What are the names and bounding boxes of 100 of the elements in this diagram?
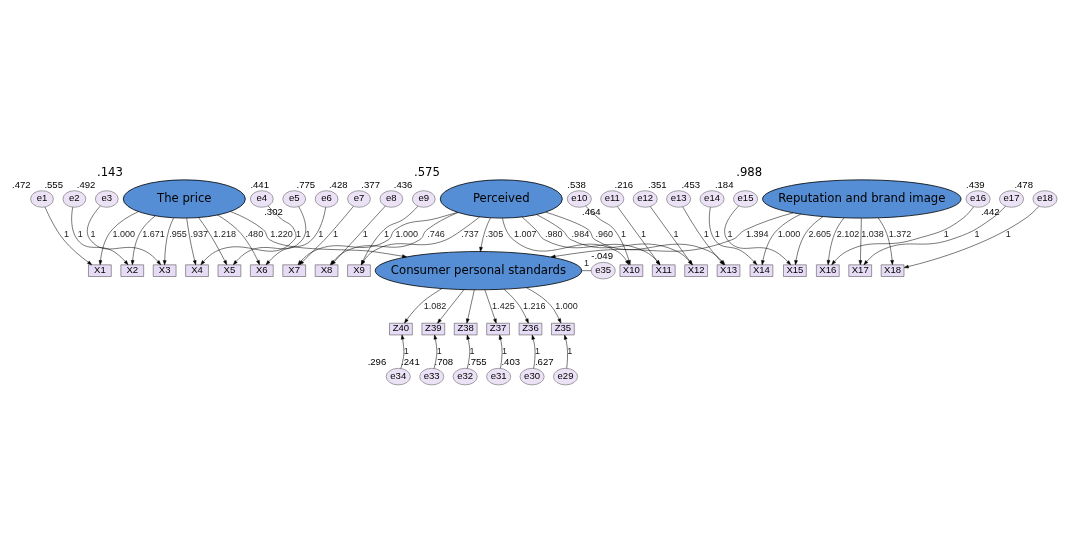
edge-label: .480	[245, 229, 264, 239]
edge-label: 1	[333, 229, 339, 239]
node-box: X18	[880, 264, 905, 277]
node-ellipse: e3	[95, 190, 119, 208]
arrow	[585, 205, 631, 265]
edge-label: 1	[974, 229, 980, 239]
node-label: .755	[468, 356, 487, 368]
edge-label: 1.425	[492, 300, 515, 311]
arrow	[162, 217, 174, 266]
node-ellipse: e8	[379, 190, 404, 208]
node-ellipse: e10	[567, 190, 592, 208]
node-box: X6	[250, 264, 274, 277]
arrow	[526, 287, 562, 324]
edge-label: 1	[673, 229, 679, 239]
edge-label: 1	[583, 258, 589, 269]
node-label: .143	[96, 165, 123, 180]
node-ellipse: e17	[999, 190, 1024, 208]
node-label: .184	[714, 178, 734, 190]
node-label: .403	[501, 356, 521, 368]
edge-label: .746	[427, 229, 445, 239]
arrow	[98, 211, 139, 265]
node-ellipse: e13	[666, 190, 691, 208]
arrow	[404, 288, 443, 324]
node-box: X13	[716, 264, 741, 277]
edge-label: 1.082	[423, 300, 447, 311]
node-box: X2	[120, 264, 144, 277]
edge-label: 1	[403, 345, 409, 356]
node-ellipse: e12	[632, 190, 658, 208]
node-ellipse: e14	[699, 190, 725, 208]
node-label: .442	[980, 205, 1000, 217]
edge-label: 1	[714, 229, 720, 239]
arrow	[794, 216, 824, 265]
arrow	[87, 205, 161, 265]
arrow	[400, 334, 405, 369]
edge-label: 1.216	[522, 300, 546, 311]
node-box: X14	[749, 264, 774, 277]
node-box: X11	[652, 264, 676, 277]
node-label: .775	[296, 178, 316, 190]
arrow	[466, 289, 475, 324]
node-label: .428	[328, 178, 348, 190]
edge-label: 1	[436, 345, 442, 356]
node-label: .555	[44, 178, 63, 190]
node-label: .453	[681, 178, 701, 190]
edge-label: 1	[703, 229, 709, 239]
node-ellipse: e29	[553, 368, 578, 386]
edge-label: 1	[295, 229, 301, 239]
node-label: .377	[361, 178, 380, 190]
edge-label: .737	[461, 229, 479, 239]
node-label: .439	[966, 178, 985, 190]
edge-label: 1	[727, 229, 733, 239]
edge-label: 1.394	[745, 229, 769, 239]
edge-label: 1	[501, 345, 507, 356]
arrow	[826, 217, 845, 265]
node-ellipse: The price	[122, 179, 246, 219]
arrow	[230, 211, 407, 258]
node-box: X3	[152, 264, 177, 277]
edge-label: 1	[620, 229, 626, 239]
node-ellipse: e15	[733, 190, 758, 208]
node-label: .302	[264, 205, 283, 217]
edge-label: .955	[169, 229, 187, 239]
node-ellipse: e33	[419, 368, 445, 386]
arrow	[531, 334, 536, 369]
edge-label: 1.000	[112, 229, 136, 239]
node-ellipse: e5	[282, 190, 306, 208]
edge-label: 1.372	[888, 229, 912, 239]
node-label: .575	[413, 165, 440, 180]
arrow	[44, 206, 93, 265]
node-box: X10	[619, 264, 644, 277]
edge-label: 1	[641, 229, 647, 239]
edge-label: 1.220	[270, 229, 293, 239]
arrow	[503, 288, 529, 324]
node-ellipse: e1	[30, 190, 54, 208]
edge-label: 2.102	[836, 229, 860, 239]
node-ellipse: e30	[519, 368, 545, 386]
node-ellipse: e2	[62, 190, 87, 208]
node-label: .988	[736, 165, 763, 180]
node-box: Z37	[486, 322, 510, 336]
arrow	[198, 217, 228, 266]
edge-label: 1.038	[861, 229, 884, 239]
arrow	[498, 334, 503, 369]
node-ellipse: e31	[486, 368, 511, 386]
node-box: Z36	[518, 322, 543, 336]
node-ellipse: e34	[385, 368, 411, 386]
arrow	[831, 206, 974, 265]
node-box: X4	[185, 264, 209, 277]
node-box: X5	[217, 264, 242, 277]
node-ellipse: e4	[250, 190, 274, 208]
edge-label: .960	[595, 229, 614, 239]
arrow	[479, 217, 491, 252]
edge-label: 1	[567, 345, 573, 356]
node-ellipse: e18	[1032, 190, 1058, 208]
arrow	[617, 206, 661, 265]
edge-label: 1.000	[555, 300, 578, 311]
edge-label: 1.000	[395, 229, 419, 239]
node-ellipse: e9	[412, 190, 436, 208]
arrow	[536, 214, 693, 265]
edge-label: 1	[1005, 229, 1011, 239]
arrow	[877, 217, 894, 265]
node-box: X17	[848, 264, 872, 277]
node-label: .441	[250, 178, 269, 190]
